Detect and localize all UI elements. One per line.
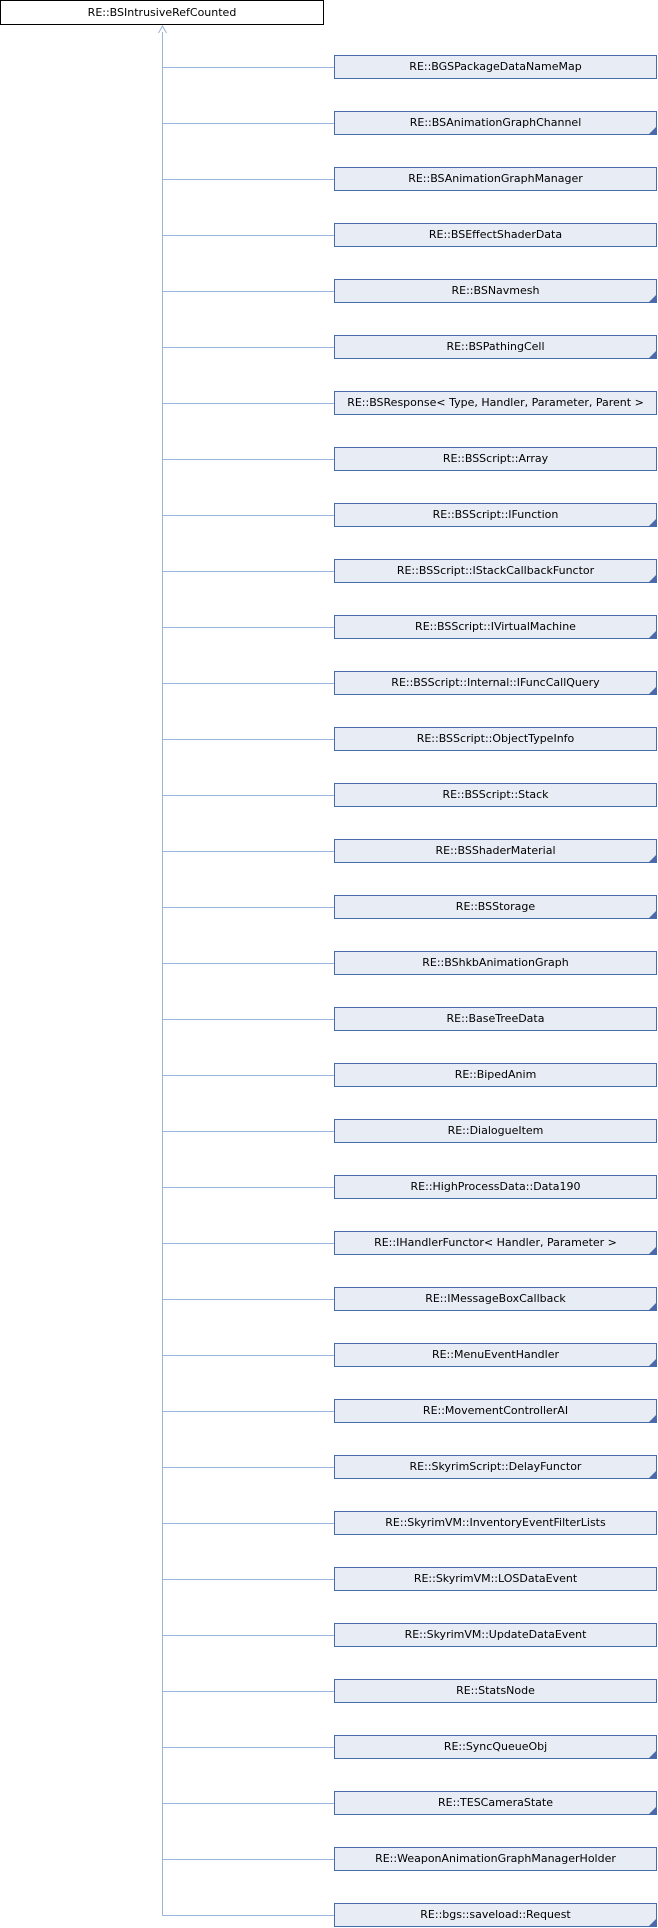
derived-class-node[interactable]: RE::BSScript::IStackCallbackFunctor	[334, 559, 657, 583]
derived-class-label: RE::HighProcessData::Data190	[410, 1180, 581, 1193]
derived-class-label: RE::BSAnimationGraphManager	[408, 172, 583, 185]
derived-class-node[interactable]: RE::BSScript::Internal::IFuncCallQuery	[334, 671, 657, 695]
derived-class-label: RE::MovementControllerAI	[422, 1404, 569, 1417]
more-children-marker-icon	[649, 1807, 656, 1814]
derived-class-node[interactable]: RE::BipedAnim	[334, 1063, 657, 1087]
derived-class-label: RE::SkyrimVM::InventoryEventFilterLists	[385, 1516, 606, 1529]
derived-class-label: RE::SyncQueueObj	[443, 1740, 548, 1753]
derived-class-label: RE::BaseTreeData	[446, 1012, 545, 1025]
derived-class-node[interactable]: RE::BSAnimationGraphManager	[334, 167, 657, 191]
more-children-marker-icon	[649, 1751, 656, 1758]
derived-class-node[interactable]: RE::MovementControllerAI	[334, 1399, 657, 1423]
derived-class-node[interactable]: RE::SkyrimVM::UpdateDataEvent	[334, 1623, 657, 1647]
more-children-marker-icon	[649, 1303, 656, 1310]
derived-class-label: RE::BSScript::IVirtualMachine	[415, 620, 576, 633]
derived-class-node[interactable]: RE::SyncQueueObj	[334, 1735, 657, 1759]
derived-class-node[interactable]: RE::BSAnimationGraphChannel	[334, 111, 657, 135]
more-children-marker-icon	[649, 127, 656, 134]
more-children-marker-icon	[649, 911, 656, 918]
derived-class-node[interactable]: RE::HighProcessData::Data190	[334, 1175, 657, 1199]
derived-class-label: RE::IMessageBoxCallback	[425, 1292, 566, 1305]
derived-class-node[interactable]: RE::StatsNode	[334, 1679, 657, 1703]
more-children-marker-icon	[649, 855, 656, 862]
derived-class-label: RE::SkyrimVM::LOSDataEvent	[413, 1572, 578, 1585]
derived-class-node[interactable]: RE::IHandlerFunctor< Handler, Parameter …	[334, 1231, 657, 1255]
derived-class-label: RE::BSScript::ObjectTypeInfo	[416, 732, 575, 745]
derived-class-node[interactable]: RE::BSResponse< Type, Handler, Parameter…	[334, 391, 657, 415]
derived-class-label: RE::TESCameraState	[438, 1796, 553, 1809]
derived-class-label: RE::BSEffectShaderData	[428, 228, 563, 241]
more-children-marker-icon	[649, 1471, 656, 1478]
derived-class-label: RE::BipedAnim	[454, 1068, 537, 1081]
more-children-marker-icon	[649, 631, 656, 638]
derived-class-label: RE::BSScript::IFunction	[432, 508, 559, 521]
more-children-marker-icon	[649, 1415, 656, 1422]
derived-class-label: RE::BSScript::Stack	[442, 788, 549, 801]
derived-class-node[interactable]: RE::IMessageBoxCallback	[334, 1287, 657, 1311]
derived-class-node[interactable]: RE::DialogueItem	[334, 1119, 657, 1143]
more-children-marker-icon	[649, 351, 656, 358]
derived-class-label: RE::bgs::saveload::Request	[420, 1908, 571, 1921]
base-class-node[interactable]: RE::BSIntrusiveRefCounted	[0, 0, 324, 25]
derived-class-label: RE::WeaponAnimationGraphManagerHolder	[375, 1852, 616, 1865]
derived-class-node[interactable]: RE::BSScript::Array	[334, 447, 657, 471]
derived-class-node[interactable]: RE::BGSPackageDataNameMap	[334, 55, 657, 79]
derived-class-node[interactable]: RE::BSScript::Stack	[334, 783, 657, 807]
derived-class-label: RE::StatsNode	[456, 1684, 535, 1697]
derived-class-node[interactable]: RE::BSScript::ObjectTypeInfo	[334, 727, 657, 751]
more-children-marker-icon	[649, 1247, 656, 1254]
derived-class-label: RE::IHandlerFunctor< Handler, Parameter …	[374, 1236, 617, 1249]
derived-class-node[interactable]: RE::BSScript::IFunction	[334, 503, 657, 527]
derived-class-node[interactable]: RE::BSScript::IVirtualMachine	[334, 615, 657, 639]
derived-class-label: RE::BSStorage	[455, 900, 536, 913]
derived-class-node[interactable]: RE::MenuEventHandler	[334, 1343, 657, 1367]
derived-class-node[interactable]: RE::bgs::saveload::Request	[334, 1903, 657, 1927]
more-children-marker-icon	[649, 575, 656, 582]
derived-class-label: RE::BShkbAnimationGraph	[422, 956, 569, 969]
derived-class-label: RE::SkyrimVM::UpdateDataEvent	[404, 1628, 587, 1641]
derived-class-label: RE::BSScript::Internal::IFuncCallQuery	[391, 676, 600, 689]
derived-class-node[interactable]: RE::BShkbAnimationGraph	[334, 951, 657, 975]
derived-class-label: RE::BSScript::Array	[442, 452, 549, 465]
more-children-marker-icon	[649, 295, 656, 302]
derived-class-node[interactable]: RE::WeaponAnimationGraphManagerHolder	[334, 1847, 657, 1871]
derived-class-label: RE::BSNavmesh	[451, 284, 540, 297]
derived-class-node[interactable]: RE::BSNavmesh	[334, 279, 657, 303]
more-children-marker-icon	[649, 1919, 656, 1926]
derived-class-label: RE::BSScript::IStackCallbackFunctor	[396, 564, 595, 577]
derived-class-label: RE::SkyrimScript::DelayFunctor	[409, 1460, 582, 1473]
derived-class-node[interactable]: RE::BSEffectShaderData	[334, 223, 657, 247]
more-children-marker-icon	[649, 1359, 656, 1366]
inheritance-arrowhead-icon	[158, 24, 167, 34]
derived-class-label: RE::BSResponse< Type, Handler, Parameter…	[347, 396, 644, 409]
derived-class-node[interactable]: RE::SkyrimVM::LOSDataEvent	[334, 1567, 657, 1591]
more-children-marker-icon	[649, 519, 656, 526]
derived-class-node[interactable]: RE::TESCameraState	[334, 1791, 657, 1815]
derived-class-node[interactable]: RE::BSPathingCell	[334, 335, 657, 359]
derived-class-label: RE::MenuEventHandler	[431, 1348, 560, 1361]
derived-class-node[interactable]: RE::SkyrimVM::InventoryEventFilterLists	[334, 1511, 657, 1535]
derived-class-label: RE::BSAnimationGraphChannel	[409, 116, 582, 129]
derived-class-node[interactable]: RE::BSStorage	[334, 895, 657, 919]
derived-class-node[interactable]: RE::BSShaderMaterial	[334, 839, 657, 863]
derived-class-label: RE::BGSPackageDataNameMap	[409, 60, 582, 73]
derived-class-node[interactable]: RE::SkyrimScript::DelayFunctor	[334, 1455, 657, 1479]
derived-class-label: RE::BSShaderMaterial	[435, 844, 556, 857]
derived-class-node[interactable]: RE::BaseTreeData	[334, 1007, 657, 1031]
derived-class-label: RE::BSPathingCell	[446, 340, 545, 353]
derived-class-label: RE::DialogueItem	[447, 1124, 544, 1137]
more-children-marker-icon	[649, 687, 656, 694]
